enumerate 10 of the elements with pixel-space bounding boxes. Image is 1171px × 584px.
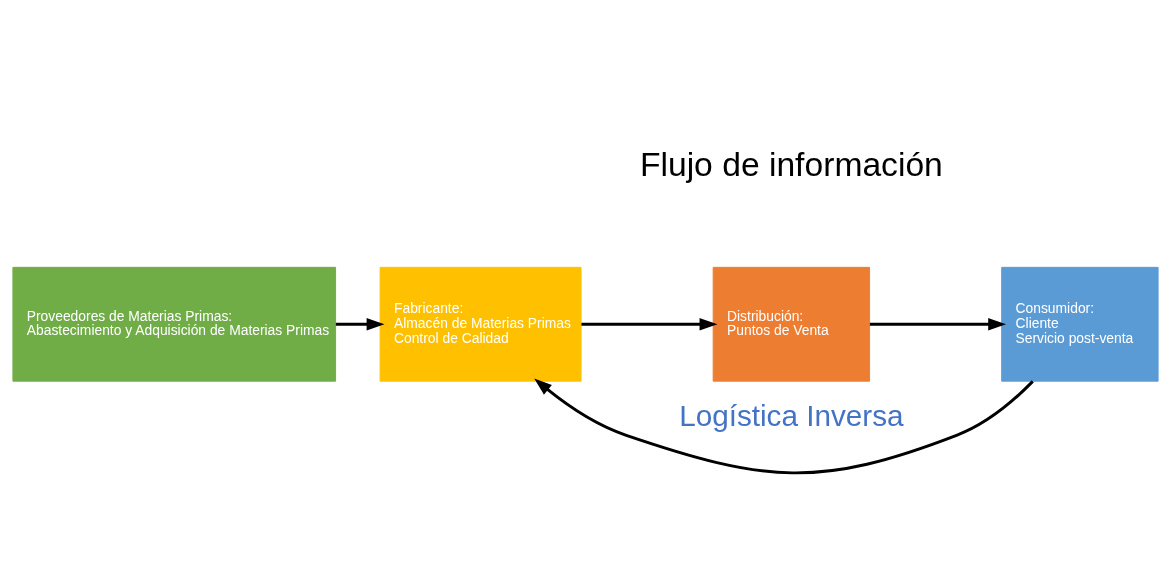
- arrow: [534, 378, 1034, 475]
- arrow: [581, 318, 718, 331]
- node-box: Proveedores de Materias Primas: Abastecimiento y Adquisición de Materias Primas: [12, 266, 337, 382]
- arrow: [869, 318, 1007, 331]
- node-box: Fabricante: Almacén de Materias Primas Control de Calidad: [379, 266, 582, 382]
- node-box: Distribución: Puntos de Venta: [712, 266, 871, 382]
- node-box: Consumidor: Cliente Servicio post-venta: [1001, 266, 1159, 382]
- edge-label: Logística Inversa: [679, 399, 904, 433]
- arrow: [335, 318, 385, 331]
- label: Flujo de información: [639, 146, 943, 184]
